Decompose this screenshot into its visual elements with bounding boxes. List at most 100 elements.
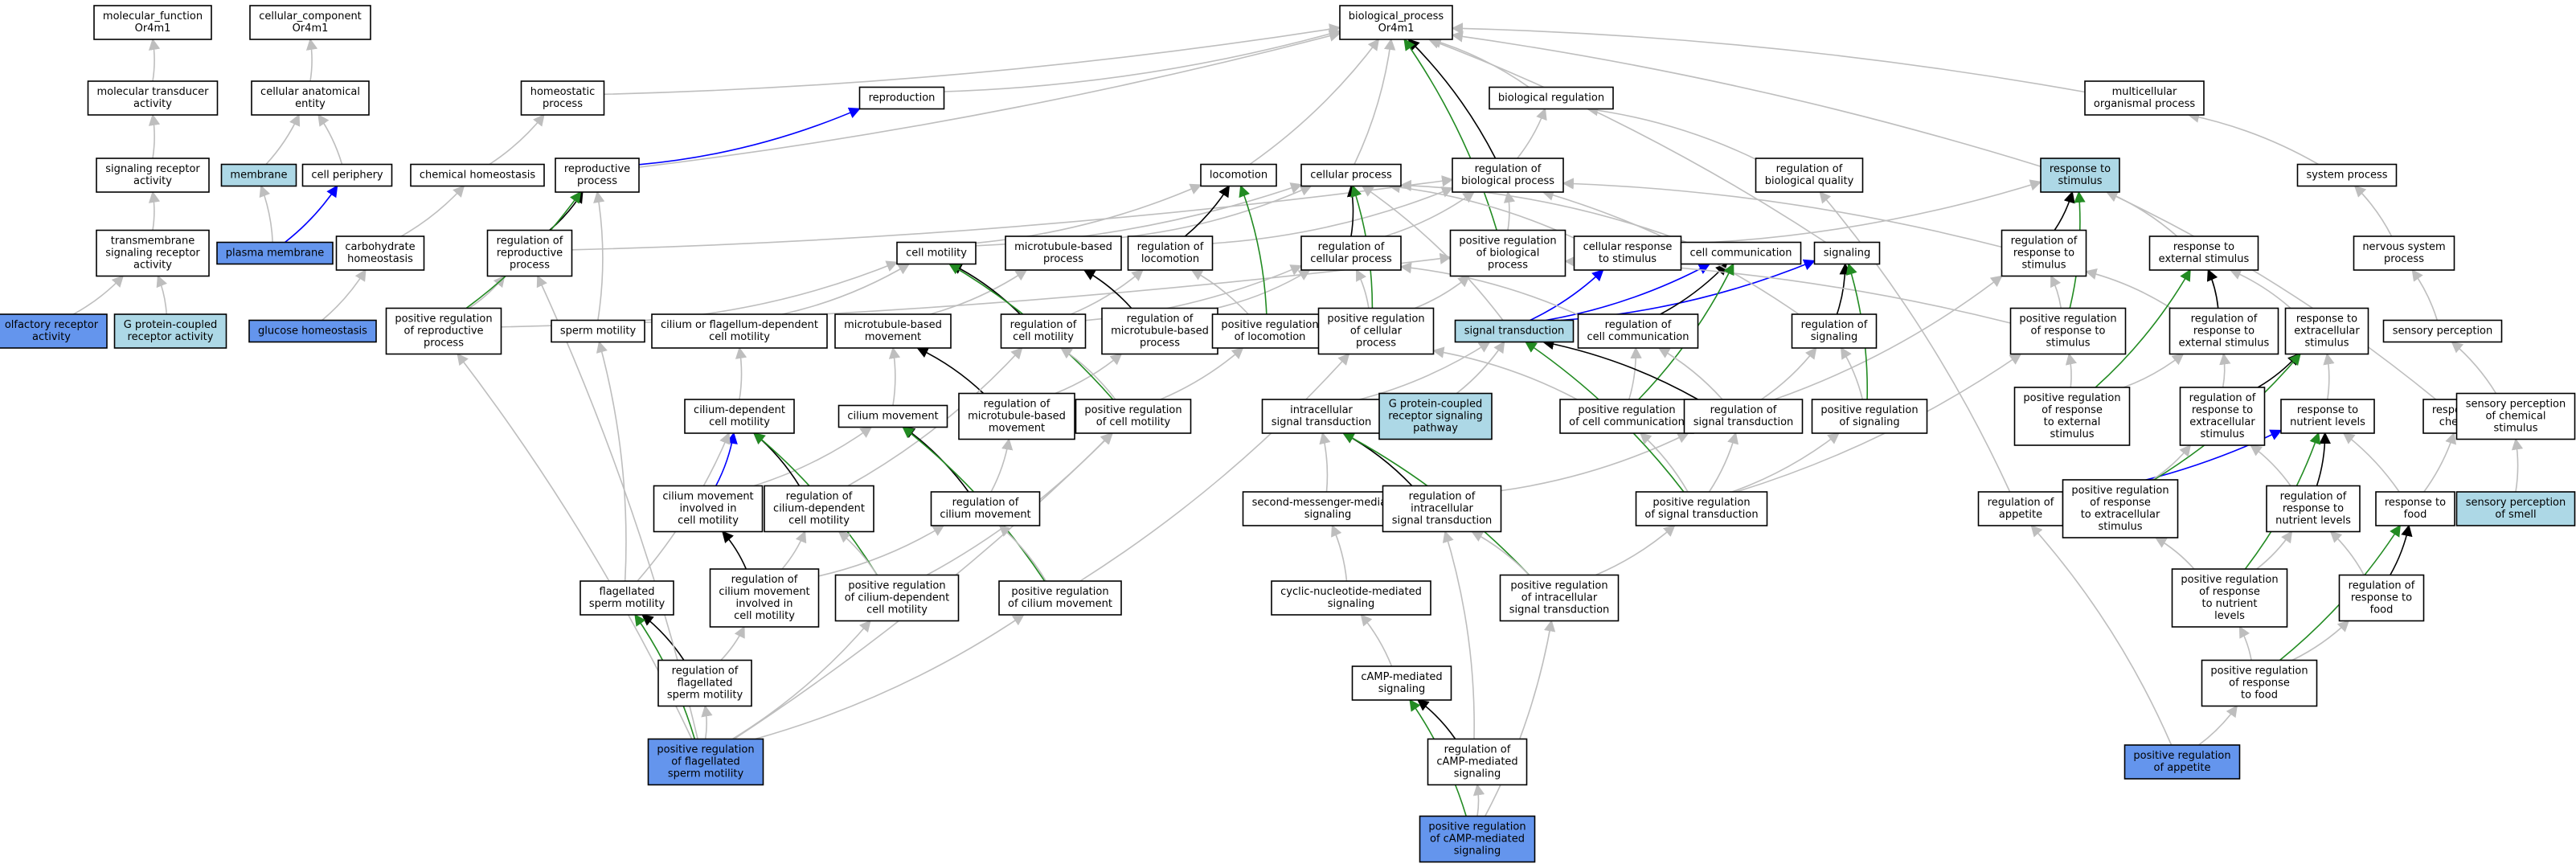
node-plasmamem[interactable]: plasma membrane — [216, 241, 334, 265]
node-label-posregcp-line-1: of cellular — [1350, 326, 1403, 338]
node-sysproc[interactable]: system process — [2296, 163, 2398, 187]
node-membrane[interactable]: membrane — [220, 163, 297, 187]
node-bioreg[interactable]: biological regulation — [1489, 86, 1614, 110]
node-glucose[interactable]: glucose homeostasis — [248, 319, 377, 343]
node-signaling[interactable]: signaling — [1813, 241, 1881, 265]
edge-is_a-posregflagsperm-to-regflagsperm — [701, 705, 713, 739]
node-sensperc[interactable]: sensory perception — [2382, 319, 2503, 343]
edge-is_a-ciliumdep-to-ciliumflag — [735, 346, 747, 400]
edge-is_a-respfood-to-respnut — [2342, 432, 2400, 493]
node-cellmot[interactable]: cell motility — [896, 241, 977, 265]
node-spermmot[interactable]: sperm motility — [551, 319, 645, 343]
node-label-regcamp-line-1: cAMP-mediated — [1436, 756, 1517, 768]
node-locomotion[interactable]: locomotion — [1200, 163, 1277, 187]
node-ciliummov[interactable]: cilium movement — [838, 404, 948, 428]
node-cellcomm[interactable]: cell communication — [1680, 241, 1802, 265]
node-label-posregrespext-line-0: positive regulation — [2023, 392, 2120, 404]
node-reproduction[interactable]: reproduction — [858, 86, 945, 110]
node-sigtrans[interactable]: signal transduction — [1454, 319, 1575, 343]
node-label-cyclic-line-0: cyclic-nucleotide-mediated — [1280, 586, 1422, 598]
node-cellper[interactable]: cell periphery — [301, 163, 393, 187]
node-cellproc[interactable]: cellular process — [1300, 163, 1402, 187]
edge-is_a-posregintra-to-posregsigtrans — [1595, 525, 1676, 576]
node-chemhomeo[interactable]: chemical homeostasis — [410, 163, 545, 187]
node-label-posregcellmot-line-0: positive regulation — [1084, 404, 1182, 416]
